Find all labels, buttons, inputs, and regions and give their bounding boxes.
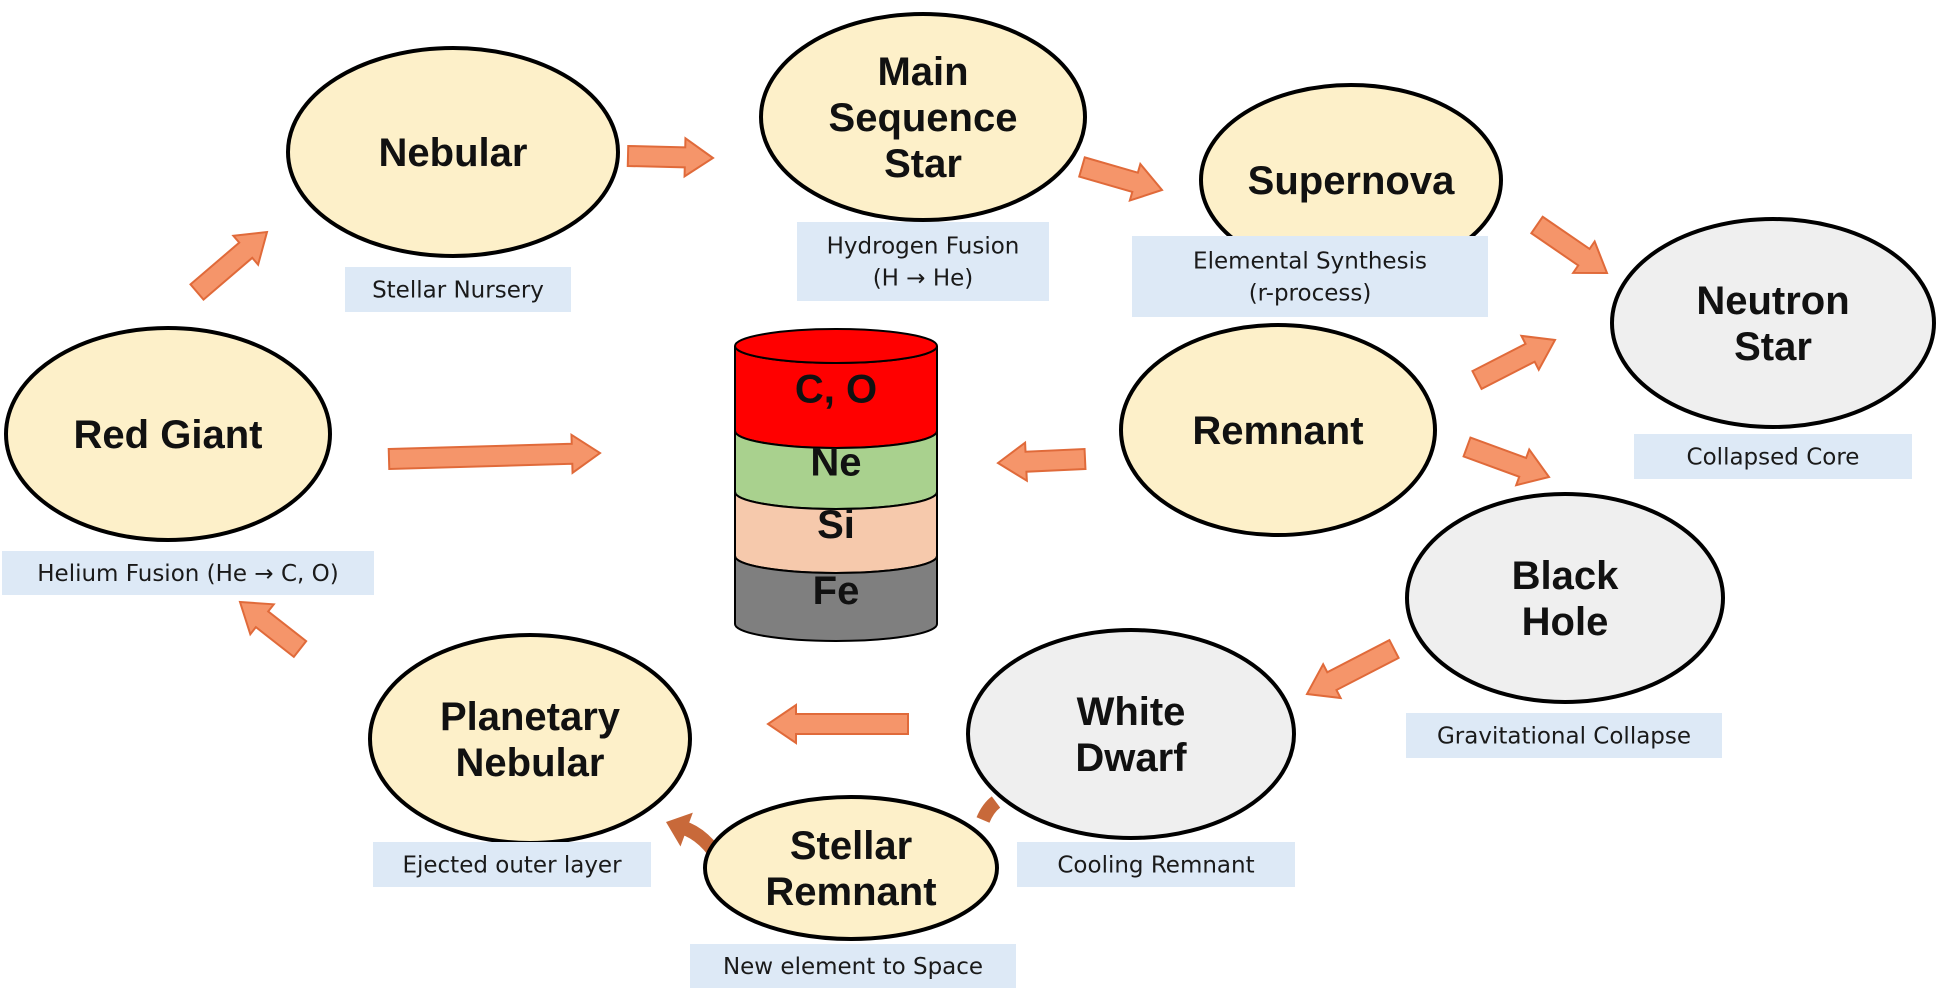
flow-arrow-6 — [1305, 638, 1400, 700]
caption-text: Stellar Nursery — [372, 278, 544, 304]
node-shape — [966, 628, 1296, 840]
caption-cooling-remnant: Cooling Remnant — [1017, 842, 1295, 887]
captions-layer: Stellar Nursery Hydrogen Fusion (H → He) El… — [2, 222, 1912, 988]
node-label: White — [1077, 690, 1186, 734]
caption-text: Elemental Synthesis — [1193, 249, 1427, 275]
caption-box — [690, 944, 1016, 988]
caption-text: Hydrogen Fusion — [827, 234, 1020, 260]
caption-helium-fusion: Helium Fusion (He → C, O) — [2, 551, 374, 595]
node-label: Star — [1734, 325, 1812, 369]
flow-arrow-4 — [1471, 334, 1557, 391]
caption-text: (H → He) — [873, 266, 974, 292]
core-layer-label: Ne — [810, 441, 861, 485]
node-label: Stellar — [790, 824, 912, 868]
caption-box — [1017, 842, 1295, 887]
caption-box — [1132, 236, 1488, 317]
node-label: Sequence — [829, 96, 1018, 140]
node-label: Hole — [1522, 600, 1609, 644]
arrows-layer — [189, 136, 1609, 862]
caption-collapsed-core: Collapsed Core — [1634, 434, 1912, 479]
caption-box — [373, 842, 651, 887]
core-layer-3 — [734, 555, 938, 642]
node-red-giant: Red Giant — [4, 326, 332, 542]
caption-hydrogen-fusion: Hydrogen Fusion (H → He) — [797, 222, 1049, 301]
node-shape — [1405, 492, 1725, 704]
node-label: Star — [884, 142, 962, 186]
core-cylinder-top — [734, 328, 938, 364]
caption-text: Gravitational Collapse — [1437, 724, 1691, 750]
caption-text: Cooling Remnant — [1057, 853, 1254, 879]
curved-arrow-head-1 — [666, 812, 693, 847]
caption-ejected-outer-layer: Ejected outer layer — [373, 842, 651, 887]
flow-arrow-9 — [189, 230, 269, 302]
node-shape — [703, 795, 999, 941]
caption-text: Collapsed Core — [1687, 445, 1860, 471]
flow-arrow-5 — [1462, 436, 1551, 487]
caption-box — [797, 222, 1049, 301]
node-label: Planetary — [440, 695, 621, 739]
caption-gravitational-collapse: Gravitational Collapse — [1406, 713, 1722, 758]
caption-elemental-synthesis: Elemental Synthesis (r-process) — [1132, 236, 1488, 317]
caption-stellar-nursery: Stellar Nursery — [345, 267, 571, 312]
caption-text: New element to Space — [723, 954, 983, 980]
node-supernova: Supernova — [1199, 83, 1503, 277]
core-layer-label: Si — [817, 503, 855, 547]
caption-box — [1634, 434, 1912, 479]
flow-arrow-2 — [1077, 156, 1164, 203]
flow-arrow-7 — [766, 703, 909, 745]
caption-text: Helium Fusion (He → C, O) — [37, 561, 338, 587]
node-label: Supernova — [1248, 159, 1455, 203]
flow-arrow-10 — [387, 432, 602, 475]
flow-arrow-1 — [626, 136, 715, 179]
flow-arrow-8 — [238, 600, 308, 659]
node-shape — [4, 326, 332, 542]
node-shape — [368, 633, 692, 845]
caption-text: Ejected outer layer — [402, 853, 622, 879]
caption-text: (r-process) — [1249, 281, 1372, 307]
node-label: Remnant — [765, 870, 936, 914]
node-remnant: Remnant — [1119, 323, 1437, 537]
node-label: Dwarf — [1075, 736, 1187, 780]
node-label: Nebular — [456, 741, 605, 785]
caption-box — [1406, 713, 1722, 758]
caption-new-element: New element to Space — [690, 944, 1016, 988]
core-layer-label: Fe — [813, 569, 860, 613]
flow-arrow-3 — [1529, 215, 1609, 275]
curved-arrow-2 — [976, 796, 1001, 823]
core-layer-label: C, O — [795, 368, 877, 412]
node-label: Nebular — [379, 131, 528, 175]
node-shape — [1119, 323, 1437, 537]
node-label: Black — [1512, 554, 1619, 598]
node-label: Remnant — [1192, 409, 1363, 453]
node-label: Neutron — [1696, 279, 1849, 323]
node-shape — [286, 46, 620, 258]
node-label: Main — [877, 50, 968, 94]
caption-box — [2, 551, 374, 595]
caption-box — [345, 267, 571, 312]
flow-arrow-11 — [996, 440, 1087, 483]
node-nebular: Nebular — [286, 46, 620, 258]
node-shape — [759, 12, 1087, 222]
node-shape — [1610, 217, 1936, 429]
node-label: Red Giant — [74, 413, 263, 457]
